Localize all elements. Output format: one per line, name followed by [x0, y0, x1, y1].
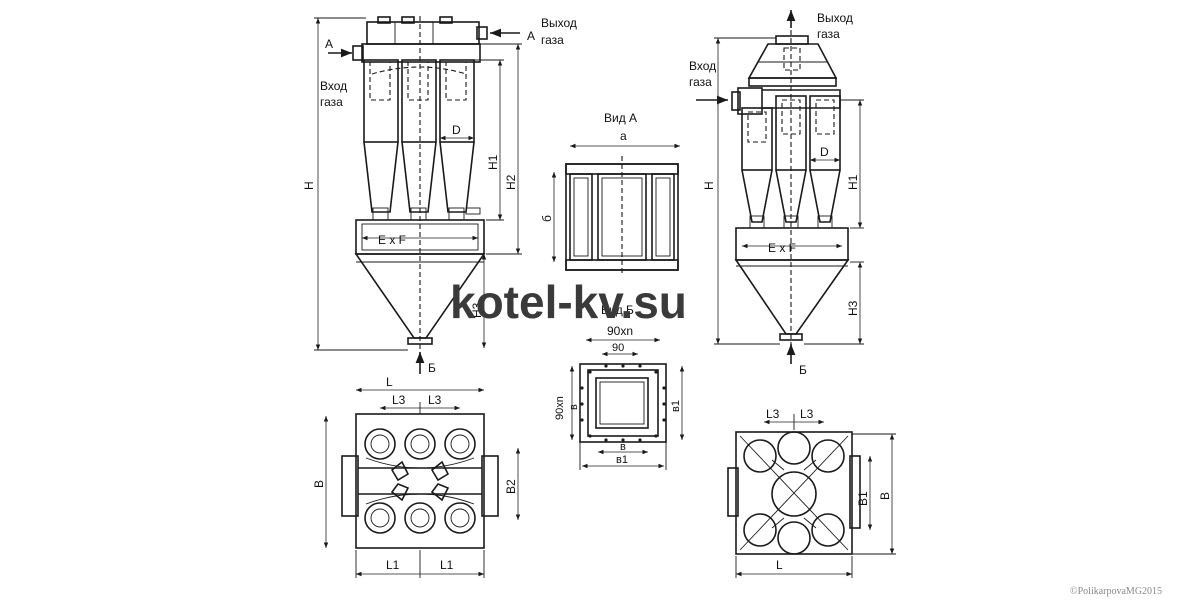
- right-dim-H-label: H: [702, 181, 716, 190]
- plan-dim-L1-a: L1: [386, 558, 400, 572]
- left-elevation-view: Выход газа Вход газа A A Б D E x F H H1 …: [302, 16, 577, 375]
- inlet-label-line1: Вход: [320, 79, 347, 93]
- plan-dim-L3-a: L3: [392, 393, 406, 407]
- plan-dim-B-label: B: [312, 480, 326, 488]
- right-plan-dim-L-label: L: [776, 558, 783, 572]
- right-plan-cyclone-circles: [743, 431, 845, 555]
- right-plan-dim-L3-a: L3: [766, 407, 780, 421]
- plan-dim-L3-b: L3: [428, 393, 442, 407]
- view-b-dim-90xn-top: 90xn: [607, 324, 633, 338]
- right-plan-view: L3 L3 B1 B L: [727, 407, 896, 578]
- outlet-label-line1: Выход: [541, 16, 577, 30]
- right-inlet-label-line1: Вход: [689, 59, 716, 73]
- section-a-right-label: A: [527, 29, 535, 43]
- right-dim-H1-label: H1: [846, 174, 860, 190]
- right-cyclone-body-1: [741, 107, 773, 229]
- right-dim-D-label: D: [820, 145, 829, 159]
- right-plan-dim-B-label: B: [878, 492, 892, 500]
- view-b-title: Вид Б: [601, 303, 634, 317]
- outlet-hood: [747, 43, 838, 79]
- plan-dim-L-label: L: [386, 375, 393, 389]
- dim-H3-label: H3: [470, 302, 484, 318]
- view-a-title: Вид А: [604, 111, 637, 125]
- right-plan-dim-B1-label: B1: [856, 491, 870, 506]
- cyclone-body-3: [439, 59, 475, 221]
- view-a-dim-b-label: б: [540, 215, 554, 222]
- view-b-dim-v-bottom: в: [620, 441, 626, 453]
- view-b-dim-v-side: в: [568, 404, 580, 410]
- cyclone-body-2: [401, 59, 437, 221]
- cyclone-body-1: [363, 59, 399, 221]
- right-plan-dim-L3-b: L3: [800, 407, 814, 421]
- plan-cyclone-circles: [364, 428, 476, 534]
- right-inlet-flange: [737, 87, 763, 115]
- dim-D-label: D: [452, 123, 461, 137]
- right-dim-H3-label: H3: [846, 300, 860, 316]
- left-plan-view: L L3 L3 B B2 L1 L1: [312, 375, 521, 578]
- outlet-label-line2: газа: [541, 33, 564, 47]
- section-b-label: Б: [428, 361, 436, 375]
- dim-H-label: H: [302, 181, 316, 190]
- dim-H2-label: H2: [504, 174, 518, 190]
- dim-H1-label: H1: [486, 154, 500, 170]
- view-b-dim-90xn-side: 90xn: [554, 396, 566, 420]
- view-a-dim-a-label: a: [620, 129, 627, 143]
- right-frame-size-label: E x F: [768, 241, 796, 255]
- view-b-dim-v1-side: в1: [670, 400, 682, 412]
- right-outlet-label-line1: Выход: [817, 11, 853, 25]
- right-section-b-label: Б: [799, 363, 807, 377]
- view-a: Вид А a б: [540, 111, 680, 276]
- right-cyclone-body-3: [809, 95, 841, 229]
- outlet-manifold: [366, 21, 480, 45]
- right-inlet-label-line2: газа: [689, 75, 712, 89]
- right-dust-hopper: [734, 259, 850, 335]
- view-b: Вид Б 90xn 90 90xn в в1 в в1: [554, 303, 685, 470]
- right-outlet-label-line2: газа: [817, 27, 840, 41]
- view-b-dim-90: 90: [612, 342, 624, 354]
- inlet-label-line2: газа: [320, 95, 343, 109]
- view-b-dim-v1-bottom: в1: [616, 454, 628, 466]
- plan-dim-B2-label: B2: [504, 479, 518, 494]
- right-elevation-view: Выход газа Вход газа Б D E x F H H1 H3: [689, 10, 864, 377]
- site-watermark: kotel-kv.su: [450, 276, 687, 328]
- frame-size-label: E x F: [378, 233, 406, 247]
- copyright-note: ©PolikarpovaMG2015: [1070, 586, 1162, 597]
- plan-dim-L1-b: L1: [440, 558, 454, 572]
- section-a-left-label: A: [325, 37, 333, 51]
